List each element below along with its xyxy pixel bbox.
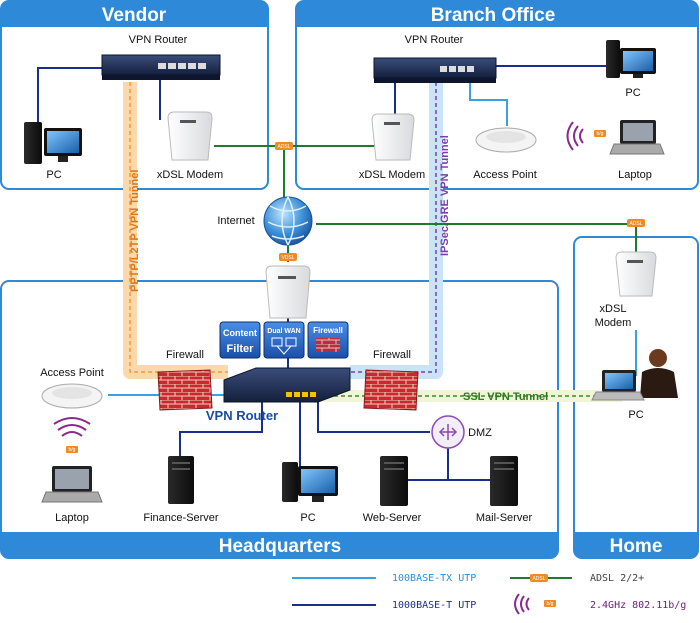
hq-wifi-icon: b/g xyxy=(53,417,91,453)
hq-pc-label: PC xyxy=(300,512,315,524)
firewall-right-label: Firewall xyxy=(373,349,411,361)
legend-wireless: 2.4GHz 802.11b/g xyxy=(590,600,686,611)
home-pc-label: PC xyxy=(628,409,643,421)
branch-xdsl-modem: xDSL Modem xyxy=(359,113,425,181)
home-modem-label-2: Modem xyxy=(595,317,632,329)
firewall-right: Firewall xyxy=(363,349,419,411)
home-xdsl-modem: xDSL Modem xyxy=(595,251,657,329)
zone-title-vendor: Vendor xyxy=(102,5,167,26)
legend-gigabit: 1000BASE-T UTP xyxy=(392,600,476,611)
branch-pc: PC xyxy=(606,40,656,99)
zone-title-hq: Headquarters xyxy=(219,536,342,557)
wifi-tag-text-branch: b/g xyxy=(597,131,604,137)
firewall-badge: Firewall xyxy=(307,321,349,359)
legend-adsl: ADSL 2/2+ xyxy=(590,573,644,584)
branch-vpn-router: VPN Router xyxy=(373,34,497,83)
home-modem-label-1: xDSL xyxy=(600,303,627,315)
branch-modem-label: xDSL Modem xyxy=(359,169,425,181)
branch-pc-label: PC xyxy=(625,87,640,99)
dmz-label: DMZ xyxy=(468,427,492,439)
vendor-pc-label: PC xyxy=(46,169,61,181)
hq-router-label: VPN Router xyxy=(206,408,278,423)
home-pc: PC xyxy=(591,349,678,421)
feature-badges: Content Filter Dual WAN Firewall xyxy=(219,321,349,359)
legend-adsl-tag-text: ADSL xyxy=(532,576,545,582)
internet-label: Internet xyxy=(217,215,254,227)
finance-server-label: Finance-Server xyxy=(143,512,219,524)
ipsec-tunnel-label: IPSec/GRE VPN Tunnel xyxy=(439,135,451,256)
mail-server: Mail-Server xyxy=(476,456,533,524)
branch-laptop: Laptop xyxy=(609,120,665,181)
wifi-tag-text-hq: b/g xyxy=(69,447,76,453)
web-server: Web-Server xyxy=(363,456,422,524)
hq-ap-label: Access Point xyxy=(40,367,104,379)
ssl-tunnel-label: SSL VPN Tunnel xyxy=(463,391,548,403)
dmz-switch: DMZ xyxy=(431,415,492,449)
vendor-modem-label: xDSL Modem xyxy=(157,169,223,181)
legend-adsl-tag xyxy=(530,574,548,582)
pptp-tunnel-label: PPTP/L2TP VPN Tunnel xyxy=(129,170,141,292)
vdsl-tag-text: VDSL xyxy=(281,255,294,261)
vendor-vpn-router: VPN Router xyxy=(101,34,221,80)
content-filter-line1: Content xyxy=(223,328,257,338)
branch-access-point: Access Point xyxy=(473,127,537,181)
branch-laptop-label: Laptop xyxy=(618,169,652,181)
link-finance-server xyxy=(179,402,263,456)
internet-globe: Internet xyxy=(217,196,313,246)
firewall-left: Firewall xyxy=(157,349,213,411)
legend-wifi-tag-text: b/g xyxy=(547,601,554,607)
finance-server: Finance-Server xyxy=(143,456,219,524)
firewall-badge-text: Firewall xyxy=(313,326,343,335)
adsl-tag-home-text: ADSL xyxy=(629,221,642,227)
hq-vpn-router: VPN Router xyxy=(206,367,351,423)
wifi-icon: b/g xyxy=(566,121,606,151)
content-filter-line2: Filter xyxy=(227,343,255,355)
dual-wan-badge: Dual WAN xyxy=(263,321,305,359)
web-server-label: Web-Server xyxy=(363,512,422,524)
vdsl-tag: VDSL xyxy=(279,253,297,261)
content-filter-badge: Content Filter xyxy=(219,321,261,359)
link-vendor-pc xyxy=(37,67,102,128)
adsl-tag-home: ADSL xyxy=(627,219,645,227)
firewall-left-label: Firewall xyxy=(166,349,204,361)
vendor-pc: PC xyxy=(24,122,82,181)
dual-wan-text: Dual WAN xyxy=(267,328,300,335)
branch-ap-label: Access Point xyxy=(473,169,537,181)
hq-laptop: Laptop xyxy=(41,466,103,524)
vendor-router-label: VPN Router xyxy=(129,34,188,46)
mail-server-label: Mail-Server xyxy=(476,512,533,524)
hq-access-point: Access Point xyxy=(40,367,104,409)
hq-modem xyxy=(265,265,311,319)
legend-fast-ethernet: 100BASE-TX UTP xyxy=(392,573,476,584)
vendor-xdsl-modem: xDSL Modem xyxy=(157,111,223,181)
link-dmz xyxy=(317,402,430,433)
adsl-tag-vendor: ADSL xyxy=(275,142,293,150)
hq-laptop-label: Laptop xyxy=(55,512,89,524)
legend: 100BASE-TX UTP 1000BASE-T UTP ADSL ADSL … xyxy=(292,573,686,615)
branch-router-label: VPN Router xyxy=(405,34,464,46)
zone-title-branch: Branch Office xyxy=(431,5,556,26)
legend-wifi-icon: b/g xyxy=(514,593,556,615)
adsl-tag-text: ADSL xyxy=(277,144,290,150)
hq-pc: PC xyxy=(282,462,338,524)
zone-headquarters: Headquarters xyxy=(0,280,559,559)
link-branch-router-ap xyxy=(469,82,508,126)
zone-title-home: Home xyxy=(610,536,663,557)
